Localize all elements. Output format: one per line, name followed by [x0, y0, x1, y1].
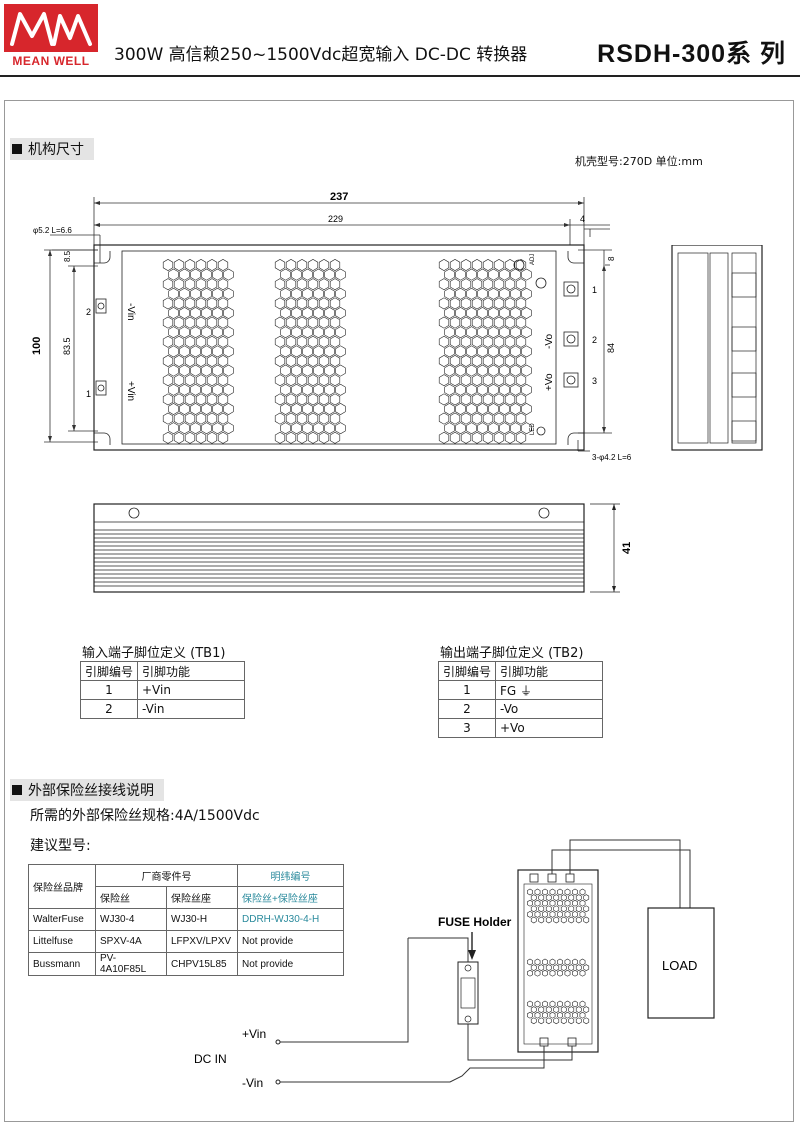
load-label: LOAD [662, 958, 697, 973]
header-divider [0, 75, 800, 77]
tb1-table: 引脚编号 引脚功能 1 +Vin 2 -Vin [80, 661, 245, 719]
dim-hole-right: 3-φ4.2 L=6 [592, 453, 632, 462]
case-info: 机壳型号:270D 单位:mm [575, 155, 703, 168]
dim-hole-left: φ5.2 L=6.6 [33, 226, 72, 235]
table-row: Littelfuse SPXV-4A LFPXV/LPXV Not provid… [28, 930, 344, 953]
logo-text: MEAN WELL [12, 54, 90, 68]
front-view-drawing: 41 [93, 503, 633, 593]
document-title: 300W 高信赖250~1500Vdc超宽输入 DC-DC 转换器 [114, 45, 528, 65]
load-box [647, 907, 715, 1019]
fuse-sub-fuse: 保险丝 [95, 886, 167, 909]
tb1-header-pin: 引脚编号 [80, 661, 138, 681]
fuse-spec: 所需的外部保险丝规格:4A/1500Vdc [30, 808, 260, 824]
dim-depth: 41 [621, 542, 633, 554]
tb1-title: 输入端子脚位定义 (TB1) [82, 646, 226, 661]
right-pin-2: 2 [592, 335, 597, 345]
wiring-vin-minus: -Vin [242, 1076, 263, 1090]
wiring-dc-in: DC IN [194, 1052, 227, 1066]
label-vo-plus: +Vo [544, 373, 555, 391]
table-row: 2 -Vin [80, 699, 245, 719]
fuse-suggest: 建议型号: [30, 838, 91, 854]
bullet-square [12, 785, 22, 795]
wiring-vin-plus: +Vin [242, 1027, 266, 1041]
dim-height-overall: 100 [31, 337, 43, 355]
left-pin-1: 1 [86, 389, 91, 399]
fuse-table: 保险丝品牌 厂商零件号 明纬编号 保险丝 保险丝座 保险丝+保险丝座 Walte… [28, 864, 344, 976]
content-frame [4, 100, 794, 1122]
tb1-header-function: 引脚功能 [137, 661, 245, 681]
dim-height-left: 83.5 [62, 337, 72, 355]
dim-offset: 4 [580, 214, 585, 224]
label-led: LED [530, 423, 536, 435]
table-row: Bussmann PV-4A10F85L CHPV15L85 Not provi… [28, 952, 344, 976]
top-view-drawing: 237 229 4 φ5.2 L=6.6 100 83.5 8.5 84 8 3… [31, 191, 632, 462]
mech-section-title: 机构尺寸 [10, 138, 94, 160]
table-row: 1 FG ⏚ [438, 680, 603, 700]
right-pin-1: 1 [592, 285, 597, 295]
case-outline [93, 244, 585, 451]
series-title: RSDH-300系 列 [597, 40, 786, 68]
tb2-header-function: 引脚功能 [495, 661, 603, 681]
table-row: 2 -Vo [438, 699, 603, 719]
wiring-diagram: LOAD FUSE Holder +Vin -Vin DC IN [194, 839, 715, 1090]
table-row: 3 +Vo [438, 718, 603, 738]
side-view-drawing [671, 245, 763, 451]
fuse-brand-header: 保险丝品牌 [28, 864, 96, 909]
dim-height-right-top: 8 [607, 256, 616, 261]
right-pin-3: 3 [592, 376, 597, 386]
vent-panels [162, 259, 532, 444]
table-row: 1 +Vin [80, 680, 245, 700]
label-vo-minus: -Vo [544, 334, 555, 349]
mean-well-logo: MEAN WELL [4, 4, 98, 70]
logo-mark [4, 4, 98, 52]
label-vin-plus: +Vin [125, 381, 136, 401]
left-pin-2: 2 [86, 307, 91, 317]
fuse-holder-label: FUSE Holder [438, 915, 512, 929]
bullet-square [12, 144, 22, 154]
label-vin-minus: -Vin [125, 303, 136, 321]
tb2-title: 输出端子脚位定义 (TB2) [440, 646, 584, 661]
psu-outline [517, 869, 599, 1053]
fuse-section-title: 外部保险丝接线说明 [10, 779, 164, 801]
dim-inner-width: 229 [328, 214, 343, 224]
tb2-table: 引脚编号 引脚功能 1 FG ⏚ 2 -Vo 3 +Vo [438, 661, 603, 738]
label-adj: ADJ [530, 254, 536, 265]
dim-overall-width: 237 [330, 191, 348, 203]
dim-height-right: 84 [606, 343, 616, 353]
dim-height-top: 8.5 [63, 250, 72, 262]
case-top-cover [121, 250, 557, 445]
tb2-header-pin: 引脚编号 [438, 661, 496, 681]
